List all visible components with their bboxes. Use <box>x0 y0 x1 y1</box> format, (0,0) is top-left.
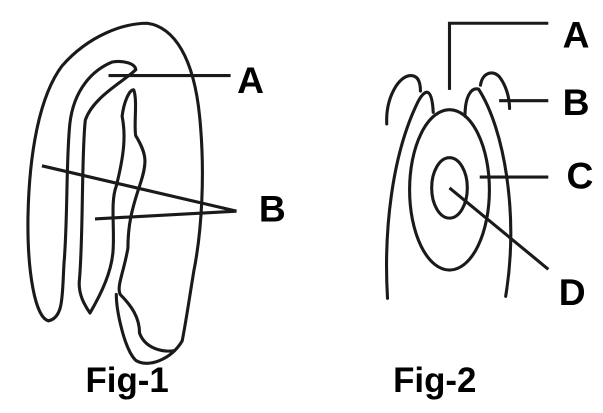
fig2-label-c: C <box>567 155 594 197</box>
fig1-caption: Fig-1 <box>86 361 169 400</box>
fig2-label-d: D <box>559 271 586 313</box>
fig2-pointer-a <box>447 21 549 90</box>
fig1-label-a: A <box>237 59 264 101</box>
fig2-outer-ellipse <box>408 108 491 272</box>
fig1-outer-outline <box>26 21 204 365</box>
fig2-right-outer-arch <box>478 71 512 111</box>
fig1-label-b: B <box>259 188 286 230</box>
figure-2: A B C D Fig-2 <box>385 13 594 400</box>
fig2-label-b: B <box>563 81 590 123</box>
fig2-label-a: A <box>563 13 590 55</box>
fig2-left-outer-arch <box>385 73 422 126</box>
figure-1: A B Fig-1 <box>26 21 286 400</box>
fig2-pointer-d <box>448 186 550 271</box>
fig2-caption: Fig-2 <box>393 361 476 400</box>
fig1-middle-strip <box>77 68 176 353</box>
fig2-inner-ellipse <box>430 156 469 220</box>
fig1-left-arm <box>46 59 138 323</box>
fig2-left-inner-wall <box>385 90 435 300</box>
fig1-pointer-b <box>41 164 237 221</box>
